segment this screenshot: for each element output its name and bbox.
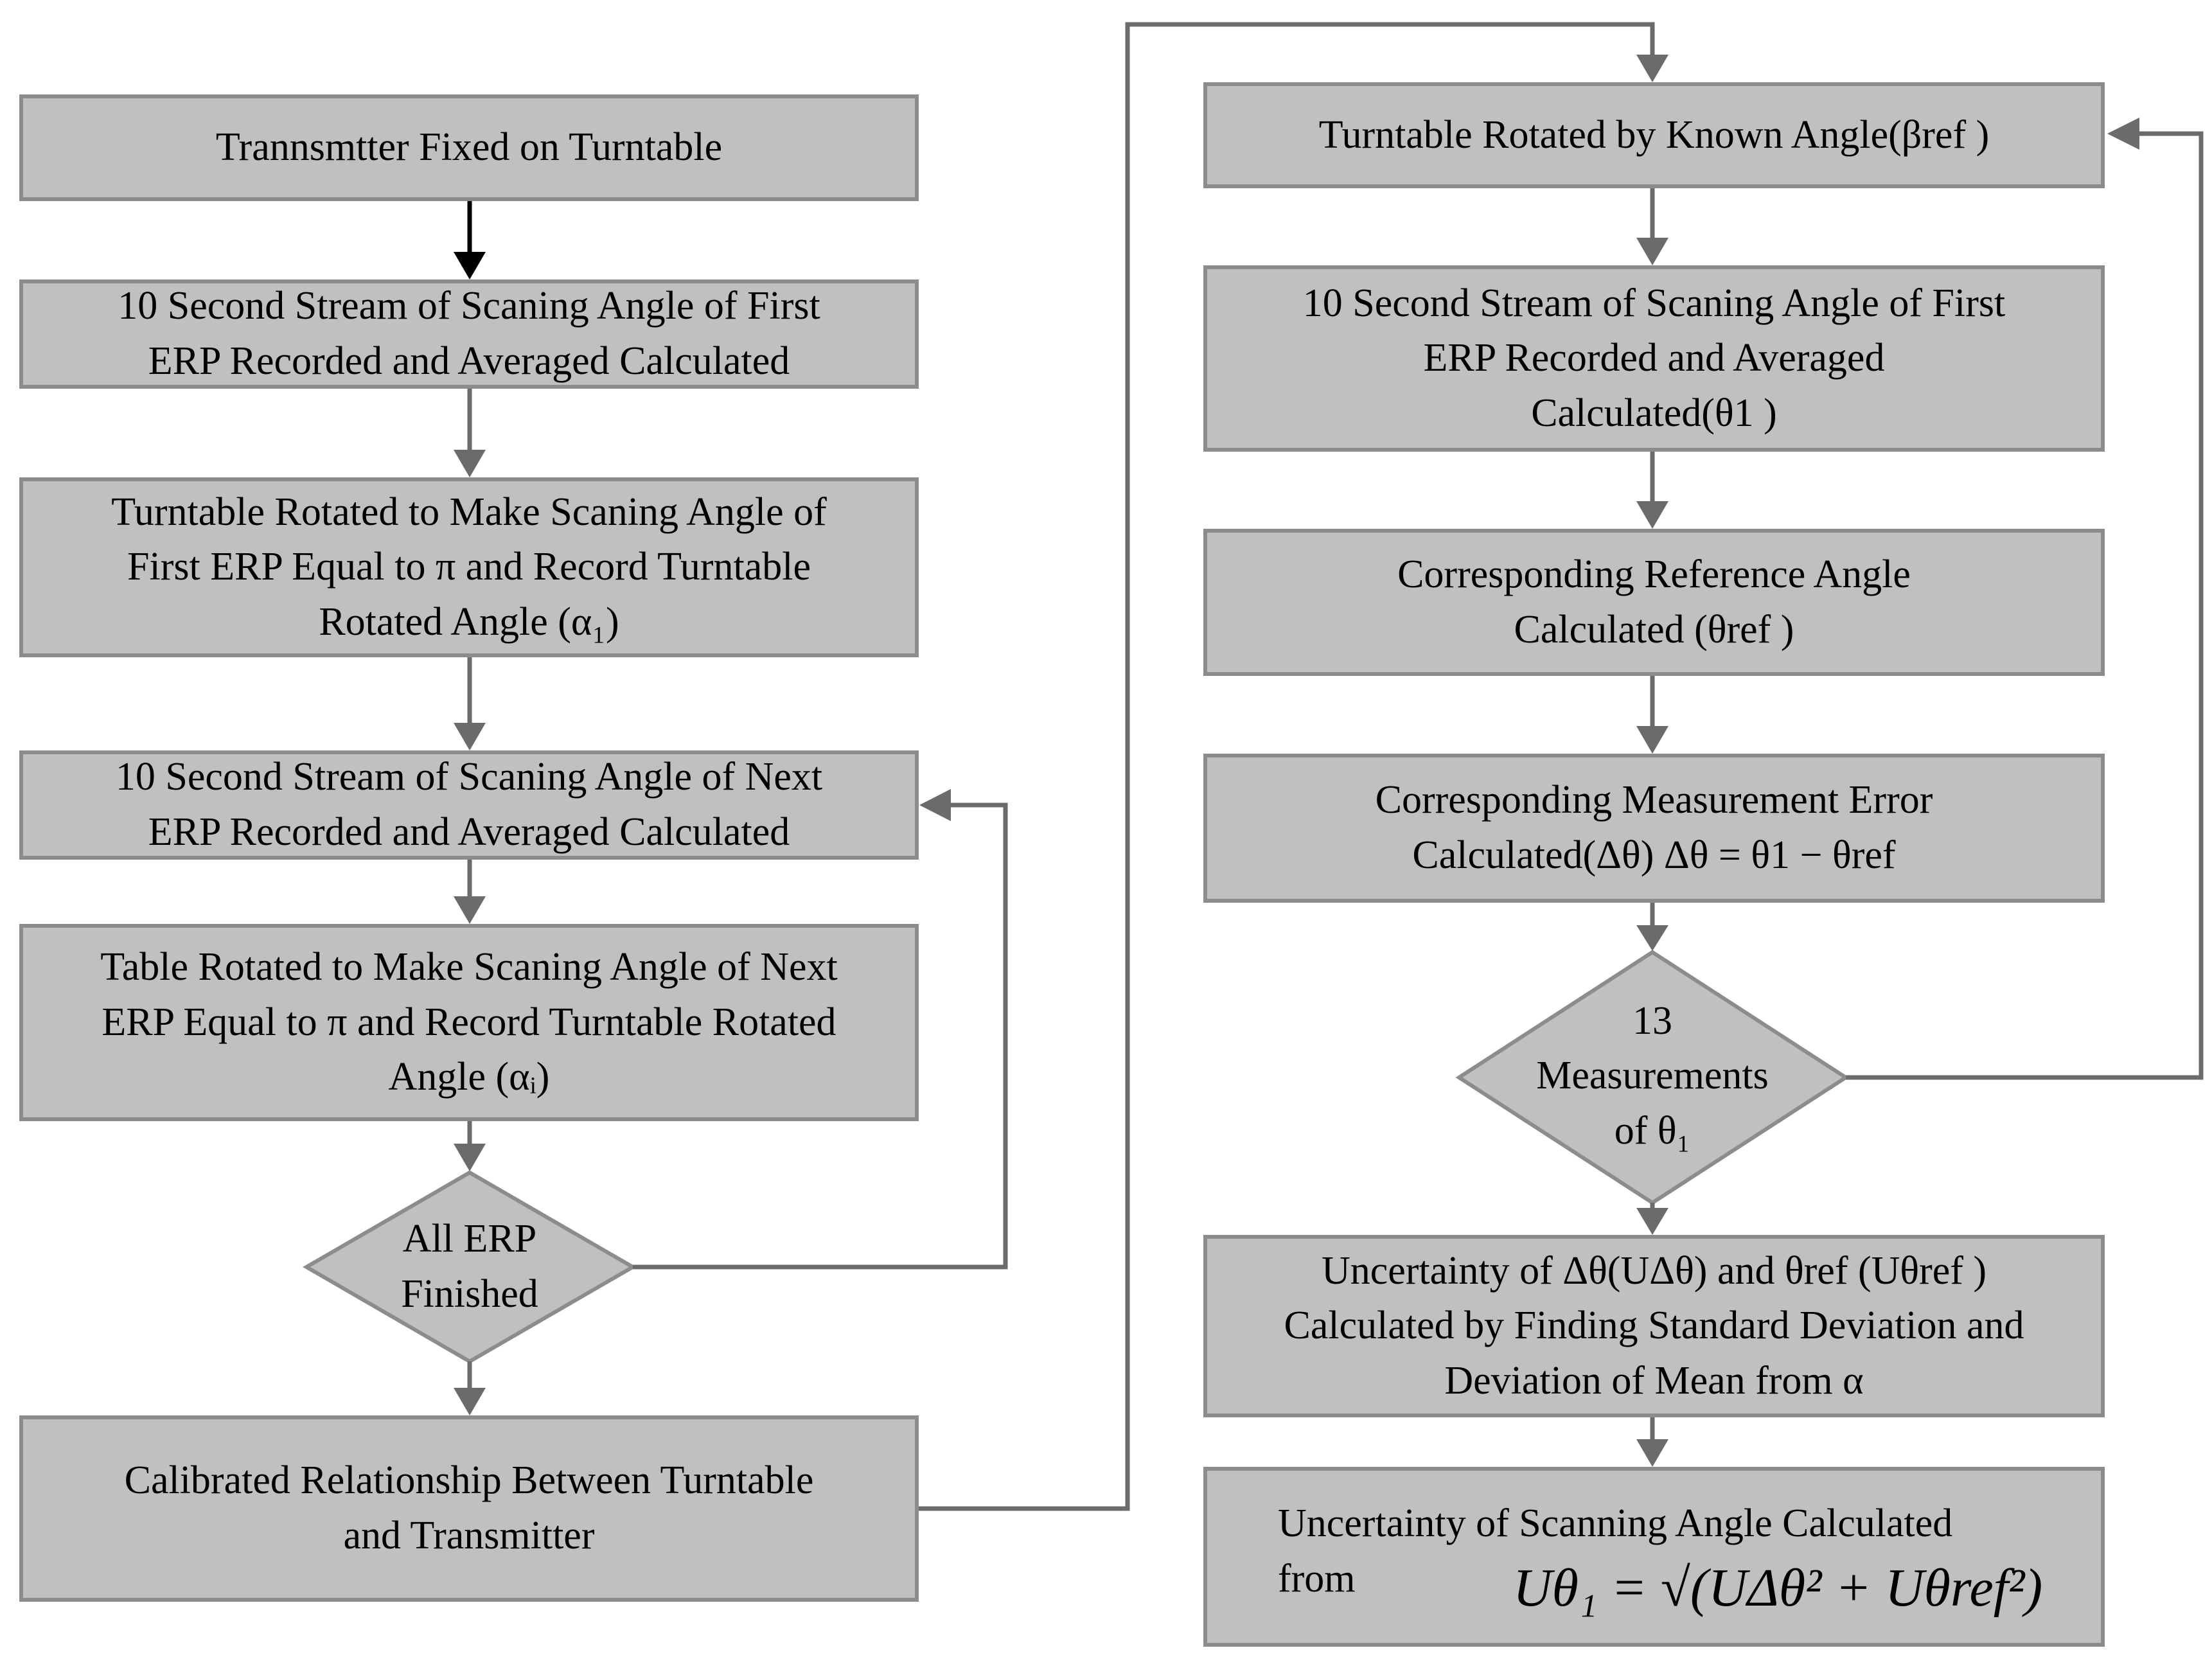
step-next-erp-recorded: 10 Second Stream of Scaning Angle of Nex… [19, 750, 919, 860]
step-next-erp-recorded-label: 10 Second Stream of Scaning Angle of Nex… [115, 755, 823, 854]
step-measurement-error: Corresponding Measurement Error Calculat… [1203, 754, 2105, 903]
decision-all-erp-label: All ERP Finished [401, 1217, 538, 1316]
step-first-erp-recorded: 10 Second Stream of Scaning Angle of Fir… [19, 279, 919, 389]
step-reference-angle: Corresponding Reference Angle Calculated… [1203, 529, 2105, 676]
step-table-rotated-next: Table Rotated to Make Scaning Angle of N… [19, 924, 919, 1121]
step-uncertainty-scanning-angle-label: Uncertainty of Scanning Angle Calculated… [1278, 1502, 1953, 1600]
step-uncertainty-scanning-angle: Uncertainty of Scanning Angle Calculated… [1203, 1467, 2105, 1647]
step-uncertainty-delta-theta: Uncertainty of Δθ(UΔθ) and θref (Uθref )… [1203, 1235, 2105, 1417]
step-calibrated-relationship: Calibrated Relationship Between Turntabl… [19, 1415, 919, 1602]
arrowheads [454, 55, 2139, 1467]
step-first-erp-theta1: 10 Second Stream of Scaning Angle of Fir… [1203, 265, 2105, 452]
step-reference-angle-label: Corresponding Reference Angle Calculated… [1397, 552, 1911, 651]
step-turntable-rotated-first: Turntable Rotated to Make Scaning Angle … [19, 477, 919, 657]
step-measurement-error-label: Corresponding Measurement Error Calculat… [1375, 778, 1933, 877]
step-transmitter-fixed-label: Trannsmtter Fixed on Turntable [215, 125, 723, 170]
step-table-rotated-next-label: Table Rotated to Make Scaning Angle of N… [100, 945, 838, 1099]
step-uncertainty-delta-theta-label: Uncertainty of Δθ(UΔθ) and θref (Uθref )… [1284, 1248, 2024, 1403]
decision-13-measurements-label: 13 Measurements of θ₁ [1536, 998, 1769, 1153]
step-calibrated-relationship-label: Calibrated Relationship Between Turntabl… [124, 1458, 814, 1557]
step-turntable-known-angle: Turntable Rotated by Known Angle(βref ) [1203, 82, 2105, 188]
step-first-erp-recorded-label: 10 Second Stream of Scaning Angle of Fir… [118, 284, 820, 383]
step-first-erp-theta1-label: 10 Second Stream of Scaning Angle of Fir… [1302, 281, 2006, 435]
uncertainty-formula: Uθ₁ = √(UΔθ² + Uθref²) [1513, 1558, 2043, 1618]
step-turntable-known-angle-label: Turntable Rotated by Known Angle(βref ) [1318, 112, 1990, 157]
step-transmitter-fixed: Trannsmtter Fixed on Turntable [19, 94, 919, 201]
connector-lines [467, 22, 2204, 1511]
step-turntable-rotated-first-label: Turntable Rotated to Make Scaning Angle … [111, 490, 827, 644]
